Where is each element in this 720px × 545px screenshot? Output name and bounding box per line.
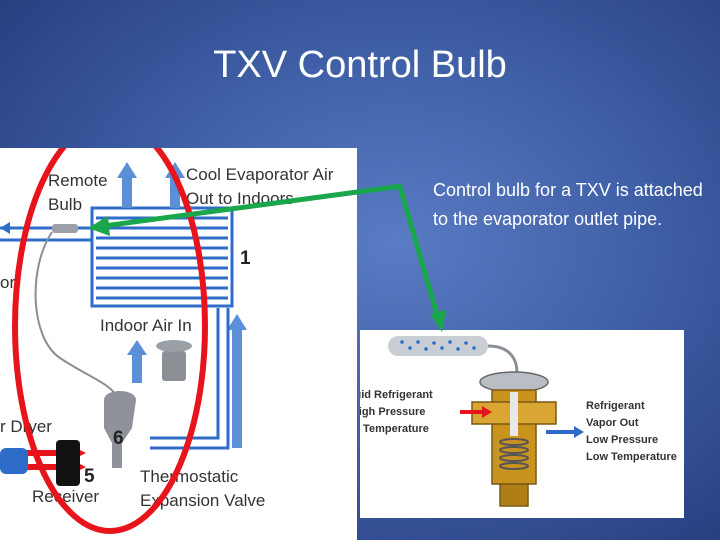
pointer-arrowhead-down [430, 310, 446, 332]
number-1: 1 [240, 248, 251, 269]
txv-sensing-bulb [388, 336, 488, 356]
pointer-arrow-to-remote-bulb [103, 183, 403, 229]
txv-push-rod [510, 392, 518, 436]
vapor-out-arrow [546, 426, 584, 438]
capillary-tube [34, 231, 119, 399]
vapor-label-3: Low Pressure [586, 434, 658, 446]
remote-bulb-label-2: Bulb [48, 195, 82, 214]
pointer-arrow-to-txv-bulb [397, 186, 441, 319]
vapor-label-2: Vapor Out [586, 417, 639, 429]
blower-fan [156, 340, 192, 352]
blower-motor [162, 351, 186, 381]
vapor-label-1: Refrigerant [586, 400, 645, 412]
receiver [56, 440, 80, 486]
air-flow-up-arrows [117, 162, 247, 448]
txv-adjust-cap [499, 483, 529, 507]
outlet-arrow-left [0, 222, 10, 234]
remote-bulb [52, 224, 78, 233]
txv-label: Thermostatic [140, 467, 239, 486]
bulb-charge-dots [400, 340, 476, 351]
liquid-label-2: In High Pressure [360, 406, 425, 418]
txv-cutaway-diagram: Liquid Refrigerant In High Pressure Low … [338, 330, 684, 518]
vapor-label-4: Low Temperature [586, 451, 677, 463]
left-cut-label: or [0, 273, 15, 292]
indoor-air-label: Indoor Air In [100, 316, 192, 335]
liquid-label-3: Low Temperature [360, 423, 429, 435]
pointer-arrowhead-left [88, 216, 110, 236]
txv-spring [499, 438, 529, 470]
liquid-label-1: Liquid Refrigerant [360, 389, 433, 401]
number-6: 6 [113, 428, 124, 449]
remote-bulb-label: Remote [48, 171, 108, 190]
receiver-label: Receiver [32, 487, 99, 506]
cool-air-label: Cool Evaporator Air [186, 165, 334, 184]
txv-label-2: Expansion Valve [140, 491, 265, 510]
callout-text: Control bulb for a TXV is attached to th… [433, 180, 703, 229]
liquid-in-arrow [460, 406, 492, 418]
number-5: 5 [84, 466, 95, 487]
refrigerant-lines [0, 226, 230, 450]
slide-title: TXV Control Bulb [213, 44, 507, 86]
filter-dryer [0, 448, 28, 474]
expansion-valve-body [104, 391, 136, 468]
txv-cutaway-drawing: Liquid Refrigerant In High Pressure Low … [338, 336, 677, 507]
